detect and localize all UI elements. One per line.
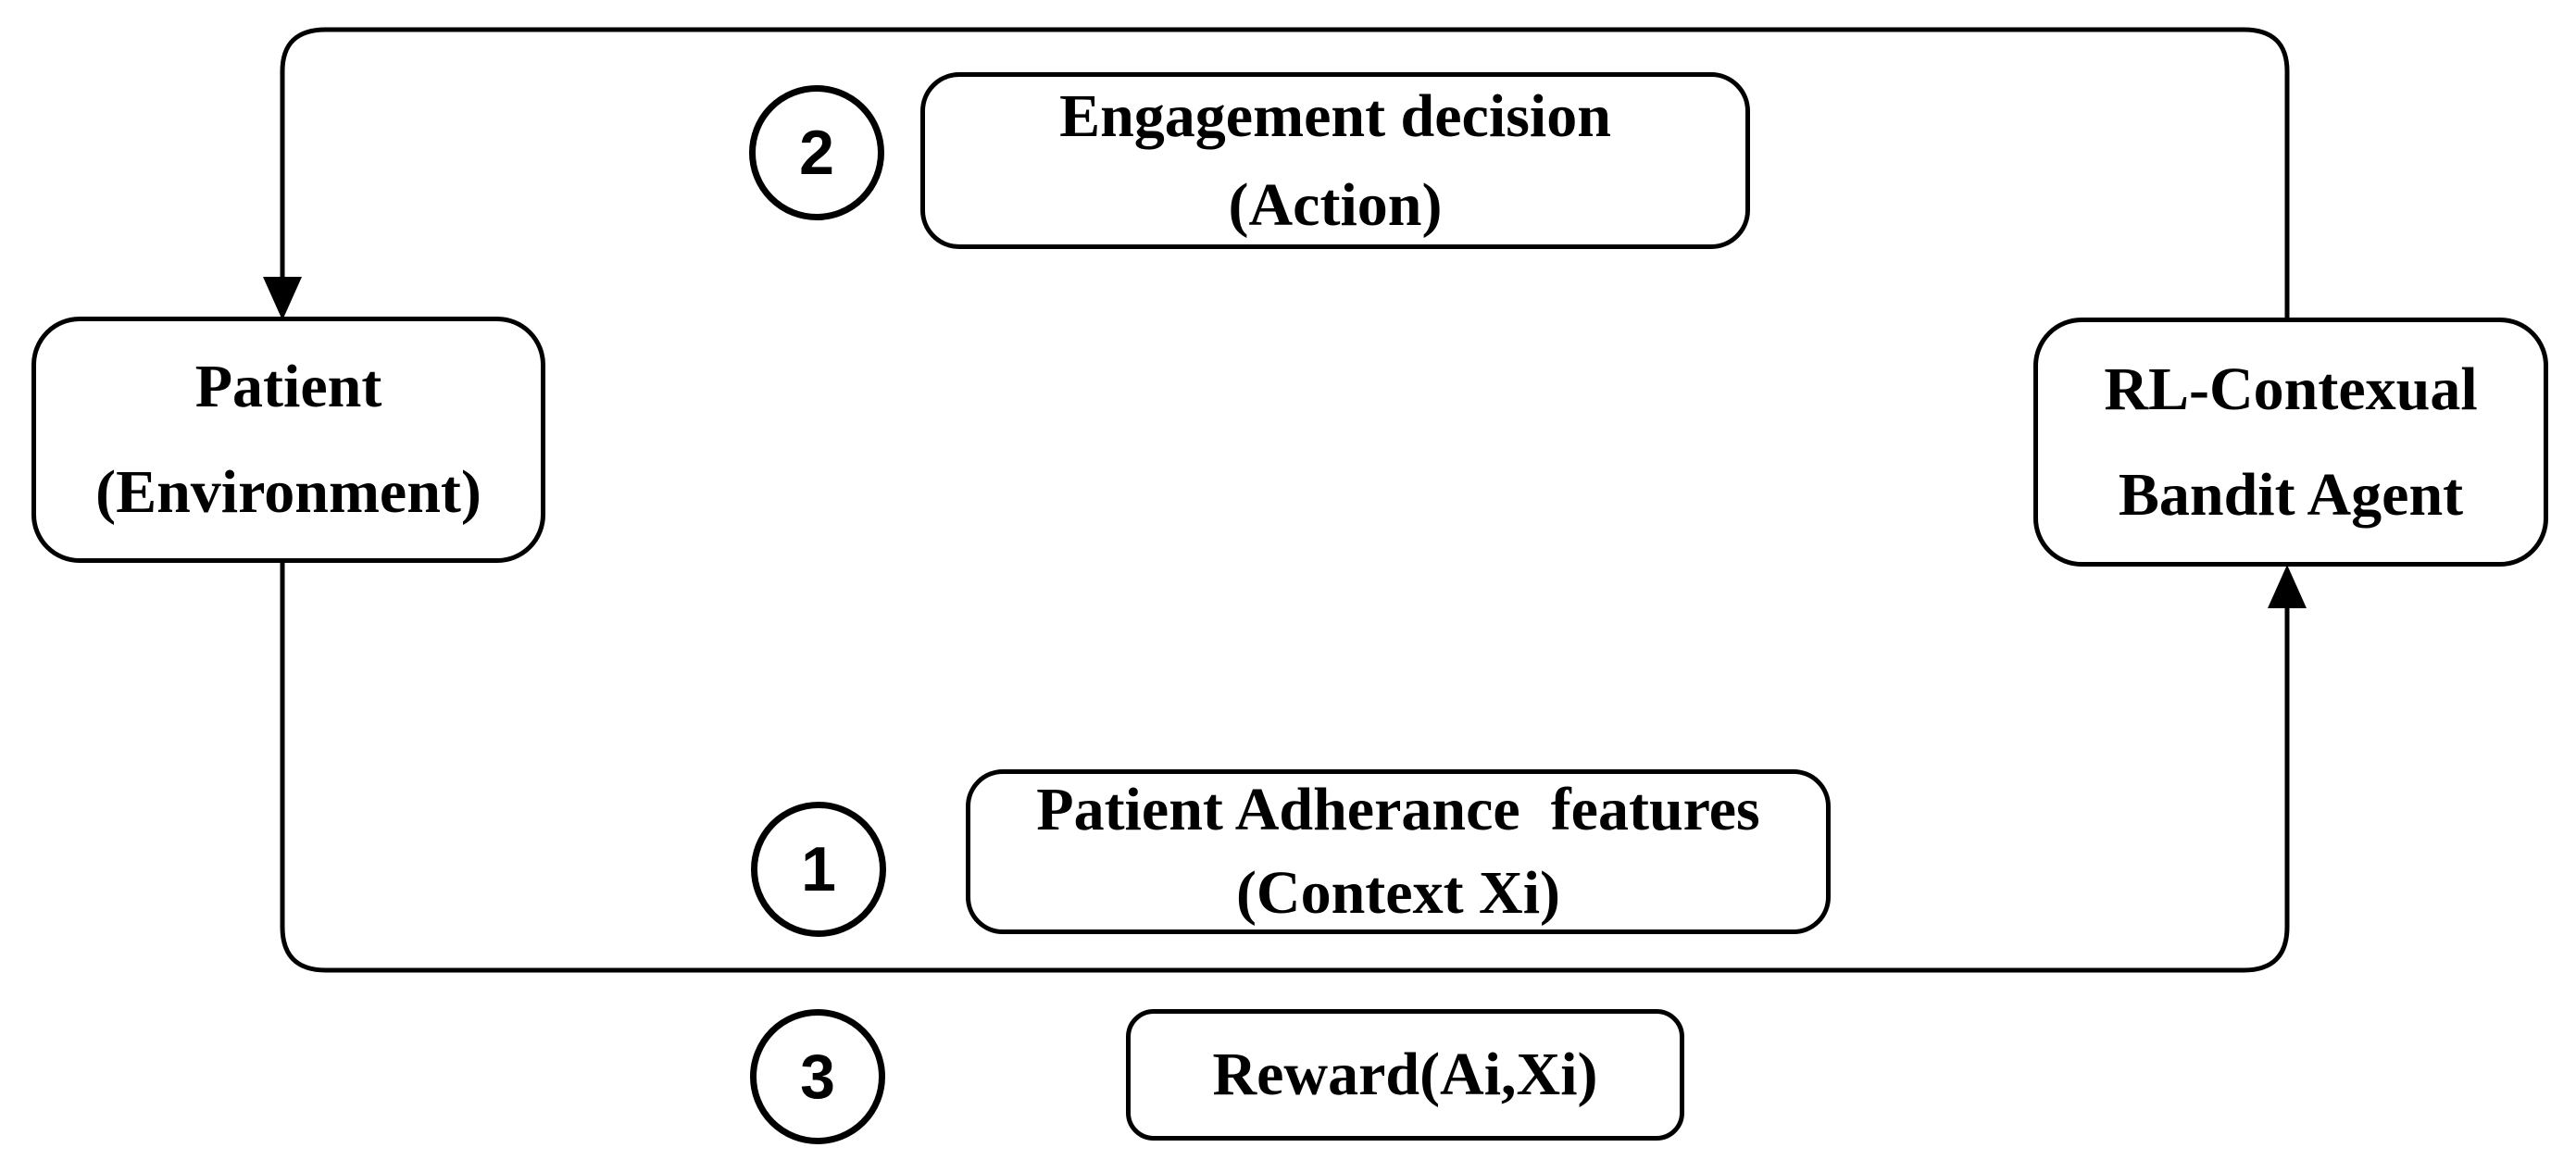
reward-box: Reward(Ai,Xi)	[1126, 1009, 1684, 1141]
context-label-line1: Patient Adherance features	[1036, 776, 1760, 844]
engagement-decision-box: Engagement decision (Action)	[920, 72, 1750, 249]
patient-label-line1: Patient	[194, 353, 382, 421]
down-arrow-icon	[263, 277, 302, 320]
step-badge-3-number: 3	[800, 1042, 835, 1112]
step-badge-1: 1	[751, 802, 886, 937]
up-arrow-icon	[2268, 565, 2307, 608]
patient-label-line2: (Environment)	[95, 458, 481, 526]
step-badge-1-number: 1	[801, 834, 836, 904]
step-badge-2: 2	[749, 85, 884, 220]
action-label-line2: (Action)	[1228, 170, 1443, 239]
action-label-line1: Engagement decision	[1059, 82, 1611, 151]
step-badge-2-number: 2	[799, 118, 834, 188]
context-flow-line	[280, 563, 2290, 973]
reward-label: Reward(Ai,Xi)	[1212, 1041, 1598, 1109]
action-flow-line	[280, 27, 2290, 320]
step-badge-3: 3	[750, 1009, 885, 1144]
agent-label-line1: RL-Contexual	[2104, 355, 2478, 423]
context-label-line2: (Context Xi)	[1235, 859, 1561, 927]
patient-adherence-features-box: Patient Adherance features (Context Xi)	[966, 769, 1831, 934]
patient-environment-box: Patient (Environment)	[31, 317, 545, 563]
agent-label-line2: Bandit Agent	[2118, 460, 2464, 529]
rl-contextual-bandit-agent-box: RL-Contexual Bandit Agent	[2033, 318, 2548, 567]
